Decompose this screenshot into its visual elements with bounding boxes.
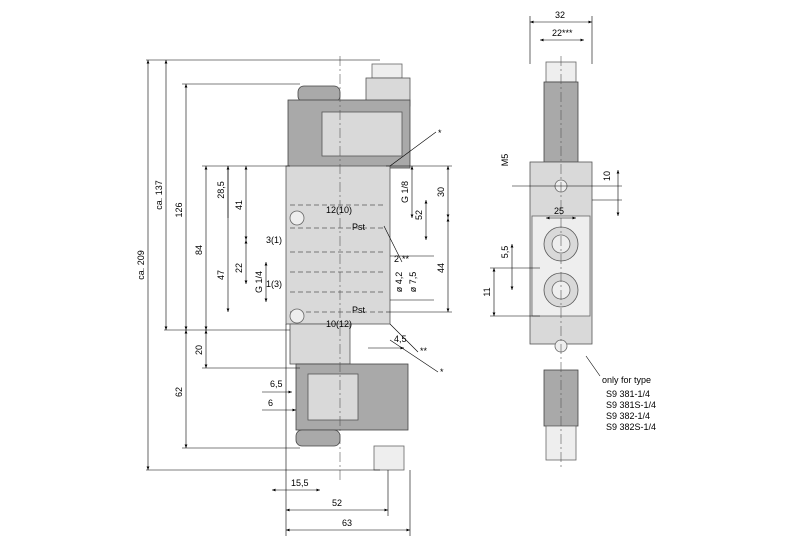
note-type-1: S9 381-1/4 <box>606 389 650 399</box>
port-3: 3(1) <box>266 235 282 245</box>
dim-52-right: 52 <box>414 210 424 220</box>
pst-upper: Pst <box>352 222 366 232</box>
dim-dia-4-2: ø 4,2 <box>394 272 404 293</box>
dim-32: 32 <box>555 10 565 20</box>
lower-adapter <box>289 323 351 365</box>
dim-25: 25 <box>554 206 564 216</box>
dim-84: 84 <box>194 245 204 255</box>
note-type-4: S9 382S-1/4 <box>606 422 656 432</box>
dim-10: 10 <box>602 171 612 181</box>
dim-dia-7-5: ø 7,5 <box>408 272 418 293</box>
port-1: 1(3) <box>266 279 282 289</box>
mark-dstar-low: ** <box>420 346 428 356</box>
port-10: 10(12) <box>326 319 352 329</box>
mark-dstar-mid: ** <box>402 254 410 264</box>
mark-star-top: * <box>438 128 442 138</box>
dim-28-5: 28,5 <box>216 181 226 199</box>
dim-44: 44 <box>436 263 446 273</box>
dim-22-stars: 22*** <box>552 28 573 38</box>
lower-coil-face <box>307 373 359 421</box>
dim-2: 2 <box>394 254 399 264</box>
dim-41: 41 <box>234 200 244 210</box>
dim-62: 62 <box>174 387 184 397</box>
front-view: ca. 209 ca. 137 126 84 62 20 47 28,5 41 … <box>136 56 452 536</box>
dim-52-bottom: 52 <box>332 498 342 508</box>
dim-15-5: 15,5 <box>291 478 309 488</box>
dim-47: 47 <box>216 270 226 280</box>
note-type-2: S9 381S-1/4 <box>606 400 656 410</box>
dim-30: 30 <box>436 187 446 197</box>
note-title: only for type <box>602 375 651 385</box>
dim-g14: G 1/4 <box>254 271 264 293</box>
dim-126: 126 <box>174 202 184 217</box>
valve-body <box>285 165 391 325</box>
pst-lower: Pst <box>352 305 366 315</box>
dim-4-5: 4,5 <box>394 334 407 344</box>
note-type-3: S9 382-1/4 <box>606 411 650 421</box>
side-view: 32 22*** M5 10 25 5,5 11 only for type <box>482 10 656 470</box>
port-12: 12(10) <box>326 205 352 215</box>
dim-20: 20 <box>194 345 204 355</box>
lower-cable-gland <box>373 445 405 471</box>
lower-connector-nut <box>295 429 341 447</box>
dim-ca209: ca. 209 <box>136 250 146 280</box>
mounting-hole-top <box>289 210 305 226</box>
dim-g18: G 1/8 <box>400 181 410 203</box>
mounting-hole-bottom <box>289 308 305 324</box>
dim-6-5: 6,5 <box>270 379 283 389</box>
dim-11: 11 <box>482 287 492 296</box>
mark-star-low: * <box>440 367 444 377</box>
upper-coil-face <box>321 111 403 157</box>
dim-m5: M5 <box>500 154 510 167</box>
dim-63: 63 <box>342 518 352 528</box>
dim-22: 22 <box>234 263 244 273</box>
dim-ca137: ca. 137 <box>154 180 164 210</box>
upper-cable-gland <box>371 63 403 79</box>
dim-6: 6 <box>268 398 273 408</box>
dim-5-5: 5,5 <box>500 246 510 259</box>
